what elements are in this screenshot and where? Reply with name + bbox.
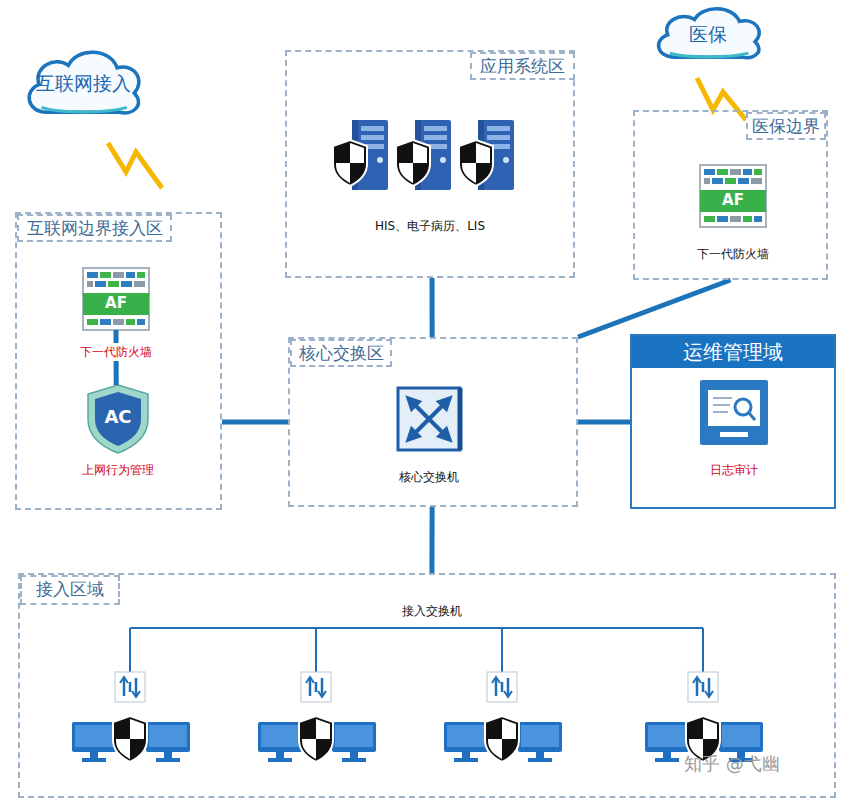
cloud-label: 医保 [652, 20, 764, 48]
zone-title: 应用系统区 [470, 52, 575, 80]
device-node: AF下一代防火墙 [700, 165, 766, 227]
cloud-outline [42, 107, 127, 112]
device-label: 日志审计 [669, 461, 799, 479]
core-switch-symbol [458, 388, 463, 450]
core-switch-symbol [411, 419, 429, 437]
behavior-management-symbol [88, 385, 148, 453]
log-audit-symbol [700, 380, 768, 445]
access-bus-wire [130, 628, 703, 672]
core-switch-symbol [398, 388, 460, 450]
terminal-pc-symbol [72, 722, 116, 762]
device-node: 日志审计 [700, 380, 768, 445]
terminal-pc-symbol [645, 722, 689, 762]
network-cloud: 互联网接入 [22, 45, 144, 117]
lightning-symbol [697, 78, 746, 120]
network-link [429, 507, 434, 573]
watermark: 知乎 @弋幽 [684, 752, 780, 776]
device-label: 核心交换机 [364, 468, 494, 486]
terminal-pc-symbol [485, 716, 519, 762]
log-audit-symbol [708, 390, 760, 426]
zone-box: 应用系统区 HIS、电子病历、LIS [285, 50, 575, 278]
log-audit-symbol [749, 413, 755, 420]
network-link [430, 278, 435, 337]
zone-box: 互联网边界接入区AF下一代防火墙AC上网行为管理 [15, 212, 222, 510]
network-link [578, 420, 630, 425]
device-node: AC上网行为管理 [88, 385, 148, 453]
behavior-management-symbol [88, 385, 148, 453]
icon-label: AF [700, 190, 766, 212]
server-symbol [396, 140, 430, 186]
network-link [222, 420, 288, 425]
firewall-symbol [83, 268, 149, 330]
device-label: 下一代防火墙 [51, 343, 181, 361]
terminal-pc-symbol [299, 716, 333, 762]
icon-label: AC [88, 404, 148, 430]
cloud-outline [670, 53, 748, 57]
lightning-symbol [108, 143, 162, 188]
access-switch-symbol [688, 672, 718, 702]
zone-title: 互联网边界接入区 [17, 214, 172, 242]
device-label: 上网行为管理 [53, 461, 183, 479]
network-cloud: 医保 [652, 3, 764, 61]
icon-label: AF [83, 293, 149, 315]
terminal-pc-symbol [113, 716, 147, 762]
log-audit-symbol [713, 398, 732, 412]
access-switch-symbol [115, 672, 718, 702]
firewall-symbol [700, 165, 766, 227]
zone-title: 接入区域 [20, 575, 120, 605]
zone-title: 医保边界 [746, 112, 826, 140]
zone-title: 核心交换区 [290, 339, 392, 367]
server-symbol [333, 140, 367, 186]
terminal-pc-symbol [258, 722, 302, 762]
terminal-pc-symbol [518, 722, 562, 762]
core-switch-symbol [429, 419, 447, 437]
access-switch-symbol [301, 672, 331, 702]
zone-box: 运维管理域日志审计 [630, 334, 836, 509]
terminal-pc-symbol [146, 722, 190, 762]
log-audit-symbol [735, 399, 751, 415]
terminal-pc-symbol [444, 722, 488, 762]
core-switch-symbol [398, 388, 460, 450]
core-switch-symbol [429, 401, 447, 419]
system-list: HIS、电子病历、LIS [287, 217, 573, 237]
access-bus-wire [130, 628, 703, 672]
log-audit-symbol [720, 432, 748, 437]
network-link [578, 280, 731, 337]
terminal-pc-symbol [332, 722, 376, 762]
cloud-label: 互联网接入 [22, 69, 144, 97]
zone-box: 核心交换区核心交换机 [288, 337, 578, 507]
access-switch-symbol [115, 672, 145, 702]
domain-header: 运维管理域 [632, 336, 834, 368]
log-audit-symbol [700, 380, 768, 445]
switch-caption: 接入交换机 [332, 602, 532, 620]
zone-box: 医保边界AF下一代防火墙 [633, 110, 828, 280]
device-label: 下一代防火墙 [663, 245, 803, 263]
server-symbol [459, 140, 493, 186]
server-symbol [333, 120, 514, 190]
terminal-pc-symbol [72, 716, 763, 762]
core-switch-symbol [411, 401, 429, 419]
device-node: 核心交换机 [398, 388, 460, 450]
device-node: AF下一代防火墙 [83, 268, 149, 330]
access-switch-symbol [487, 672, 517, 702]
